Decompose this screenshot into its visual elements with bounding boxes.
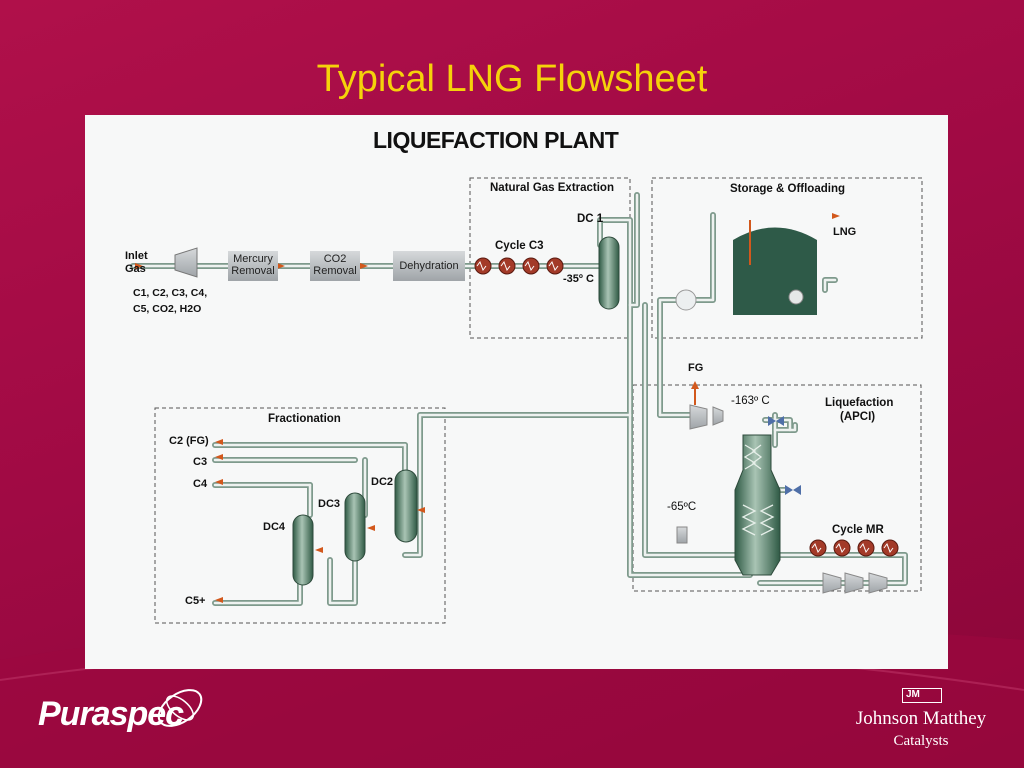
inlet-comp1: C1, C2, C3, C4, (133, 287, 208, 299)
lng-storage-tank (733, 227, 817, 315)
dc3-label: DC3 (318, 498, 341, 510)
storage-pump (675, 289, 697, 311)
johnson-matthey-logo: Johnson Matthey Catalysts (836, 708, 1006, 752)
dc1-column (598, 236, 620, 310)
diagram-title: LIQUEFACTION PLANT (373, 127, 619, 153)
dehydration-label: Dehydration (399, 260, 459, 272)
product-c2-label: C2 (FG) (169, 435, 209, 447)
slide-title: Typical LNG Flowsheet (316, 58, 708, 100)
section-label-fractionation: Fractionation (268, 413, 341, 425)
cycle-c3-exchangers (474, 257, 564, 275)
fg-label: FG (688, 362, 704, 374)
lng-out-arrow (832, 213, 840, 219)
jm-company-name: Johnson Matthey (855, 708, 987, 729)
mercury-removal-unit (228, 251, 278, 281)
inlet-line1: Inlet (125, 250, 148, 262)
section-label-liquefaction-sub: (APCI) (840, 411, 876, 423)
dc2-column (394, 469, 418, 543)
mercury-line2: Removal (231, 265, 275, 277)
lng-label: LNG (833, 226, 857, 238)
dc4-label: DC4 (263, 521, 286, 533)
flowsheet-graphic (130, 177, 923, 624)
product-c5-label: C5+ (185, 595, 206, 607)
inlet-line2: Gas (125, 263, 146, 275)
inlet-compressor (174, 247, 198, 278)
temp-163-label: -163º C (731, 395, 770, 407)
jm-badge: JM (902, 688, 942, 703)
temp-65-label: -65ºC (667, 501, 697, 513)
cycle-c3-label: Cycle C3 (495, 240, 544, 252)
mercury-removal-label: Mercury Removal (228, 253, 278, 277)
inlet-gas-label: Inlet Gas (125, 250, 148, 276)
dc1-label: DC 1 (577, 213, 604, 225)
inlet-comp2: C5, CO2, H2O (133, 303, 202, 315)
co2-removal-unit (310, 251, 360, 281)
section-label-extraction: Natural Gas Extraction (490, 182, 614, 194)
puraspec-swirl-logo (157, 689, 203, 727)
jm-division: Catalysts (893, 733, 949, 749)
inlet-composition: C1, C2, C3, C4, C5, CO2, H2O (133, 285, 207, 317)
dc3-column (344, 492, 366, 562)
dc4-column (292, 514, 314, 586)
cycle-mr-label: Cycle MR (832, 524, 884, 536)
storage-section-box (651, 177, 923, 339)
puraspec-logo: Puraspec (38, 695, 184, 733)
dehydration-unit (393, 251, 465, 281)
product-c4-label: C4 (193, 478, 208, 490)
co2-line2: Removal (313, 265, 357, 277)
section-label-storage: Storage & Offloading (730, 183, 845, 195)
flowsheet-diagram: LIQUEFACTION PLANT Natural Gas Extractio… (85, 115, 948, 669)
co2-line1: CO2 (323, 253, 347, 265)
main-cryogenic-heat-exchanger (734, 434, 781, 576)
product-c3-label: C3 (193, 456, 208, 468)
section-label-liquefaction: Liquefaction (825, 397, 894, 409)
dc2-label: DC2 (371, 476, 394, 488)
co2-removal-label: CO2 Removal (310, 253, 360, 277)
dc1-temperature: -35º C (563, 273, 594, 285)
mercury-line1: Mercury (233, 253, 273, 265)
